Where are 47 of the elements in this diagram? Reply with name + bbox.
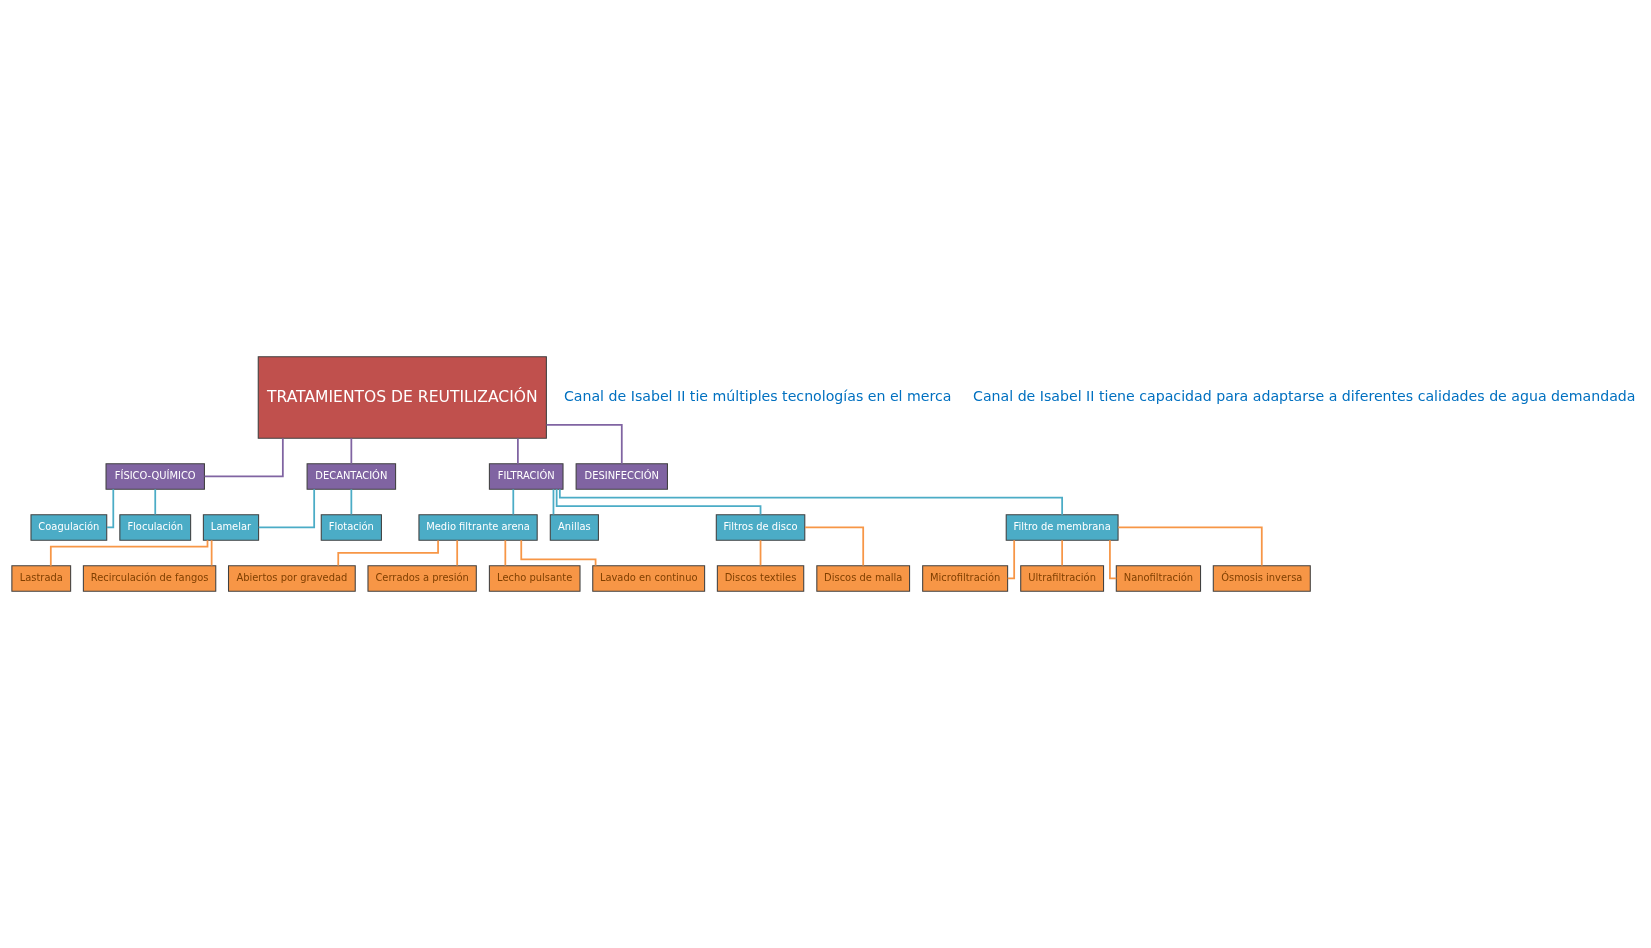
- node-box: Lastrada: [11, 565, 72, 592]
- node-box: Ósmosis inversa: [1212, 565, 1311, 592]
- node-box: Filtros de disco: [715, 514, 806, 541]
- connector: [203, 437, 284, 478]
- connector: [804, 526, 865, 567]
- connector: [337, 539, 439, 567]
- node-box: Coagulación: [30, 514, 108, 541]
- node-box: Discos de malla: [816, 565, 911, 592]
- node-box: FILTRACIÓN: [488, 463, 564, 490]
- node-box: FÍSICO-QUÍMICO: [105, 463, 205, 490]
- node-box: DECANTACIÓN: [306, 463, 397, 490]
- label: Canal de Isabel II tie múltiples tecnologías en el merca: [563, 388, 952, 405]
- node-box: Medio filtrante arena: [418, 514, 538, 541]
- connector: [555, 488, 762, 516]
- node-box: TRATAMIENTOS DE REUTILIZACIÓN: [257, 356, 547, 439]
- connector: [154, 488, 157, 516]
- node-box: Abiertos por gravedad: [228, 565, 356, 592]
- connector: [456, 539, 459, 567]
- connector: [759, 539, 762, 567]
- connector: [106, 488, 115, 529]
- node-box: Lecho pulsante: [488, 565, 581, 592]
- node-box: Lamelar: [202, 514, 260, 541]
- connector: [552, 488, 555, 516]
- connector: [350, 488, 353, 516]
- connector: [1061, 539, 1064, 567]
- connector: [517, 437, 519, 465]
- node-box: Lavado en continuo: [592, 565, 706, 592]
- node-box: Anillas: [549, 514, 599, 541]
- connector: [257, 488, 316, 529]
- node-box: Recirculación de fangos: [82, 565, 217, 592]
- node-box: Floculación: [119, 514, 192, 541]
- node-box: Cerrados a presión: [367, 565, 477, 592]
- node-box: Microfiltración: [922, 565, 1009, 592]
- node-box: Discos textiles: [716, 565, 805, 592]
- connector: [512, 488, 515, 516]
- label: Canal de Isabel II tiene capacidad para adaptarse a diferentes calidades de agua demandada: [973, 388, 1636, 405]
- node-box: Ultrafiltración: [1020, 565, 1105, 592]
- connector: [210, 539, 213, 567]
- node-box: Flotación: [320, 514, 382, 541]
- connector: [558, 488, 1064, 516]
- node-box: Filtro de membrana: [1005, 514, 1119, 541]
- connector: [1117, 526, 1263, 567]
- node-box: Nanofiltración: [1115, 565, 1202, 592]
- node-box: DESINFECCIÓN: [575, 463, 668, 490]
- connector: [504, 539, 507, 567]
- connector: [545, 423, 623, 465]
- connector: [350, 437, 353, 465]
